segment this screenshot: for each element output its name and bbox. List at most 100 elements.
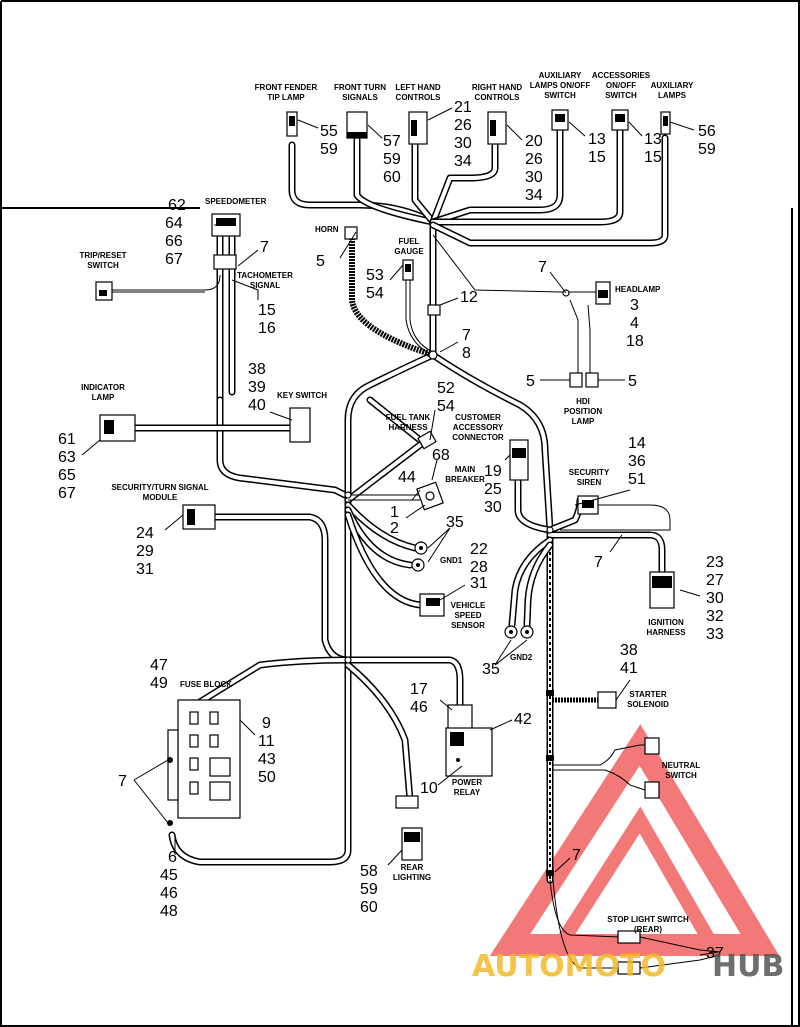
main-breaker [416,481,444,511]
leader-lines [81,107,719,956]
gnd1-terminals [411,541,428,572]
stop-light-switch-connectors [617,930,641,975]
callout-fuse-7: 7 [118,773,127,790]
fuel-tank-connector [417,430,437,450]
left-hand-controls-connector [408,111,428,145]
fuel-gauge-connector [402,259,414,281]
label-fuse-block: FUSE BLOCK [180,680,232,689]
callout-gnd2-35: 35 [482,661,500,678]
label-key-switch: KEY SWITCH [277,391,327,400]
trip-reset-switch-connector [95,281,113,301]
callout-gnd1-35: 35 [446,514,464,531]
neutral-switch-connectors [644,737,660,799]
callout-stop-7: 7 [572,847,581,864]
vehicle-speed-sensor [419,593,445,617]
callout-hdi-left-5: 5 [526,373,535,390]
label-headlamp: HEADLAMP [615,285,661,294]
accessories-switch-connector [611,109,629,131]
right-hand-controls-connector [487,111,507,145]
fender-tip-lamp-connector [286,111,298,137]
security-module-connector [182,504,216,530]
key-switch-connector [289,407,311,443]
callout-siren-7: 7 [594,554,603,571]
watermark-automoto: AUTOMOTO [472,949,666,984]
indicator-lamp-connector [99,414,136,442]
gnd2-terminals [504,625,534,639]
hdi-position-lamp-connectors [569,372,599,388]
label-gnd1: GND1 [440,556,463,565]
callout-speed-sensor-31: 31 [470,575,488,592]
power-relay [445,704,493,777]
callout-fuel-12: 12 [460,289,478,306]
callout-relay-10: 10 [420,780,438,797]
callout-main-breaker-68: 68 [432,447,450,464]
label-speedometer: SPEEDOMETER [205,197,267,206]
rear-lighting-connector [395,795,423,861]
front-turn-signals-connector [346,111,368,139]
watermark-hub: HUB [712,949,784,984]
watermark-text: AUTOMOTO HUB [472,949,784,984]
callout-stop-37: 37 [706,945,724,962]
callout-relay-42: 42 [514,711,532,728]
callout-main-breaker-44: 44 [398,469,416,486]
ignition-harness-connector [649,571,675,609]
fuse-block [167,699,241,826]
security-siren-connector [577,495,599,515]
callout-horn-5: 5 [316,253,325,270]
harness-wires [112,124,721,969]
label-horn: HORN [315,225,339,234]
callout-headlamp-7: 7 [538,259,547,276]
label-stop-light-switch: STOP LIGHT SWITCH(REAR) [607,915,689,934]
speedometer-connector [211,213,241,270]
label-gnd2: GND2 [510,653,533,662]
